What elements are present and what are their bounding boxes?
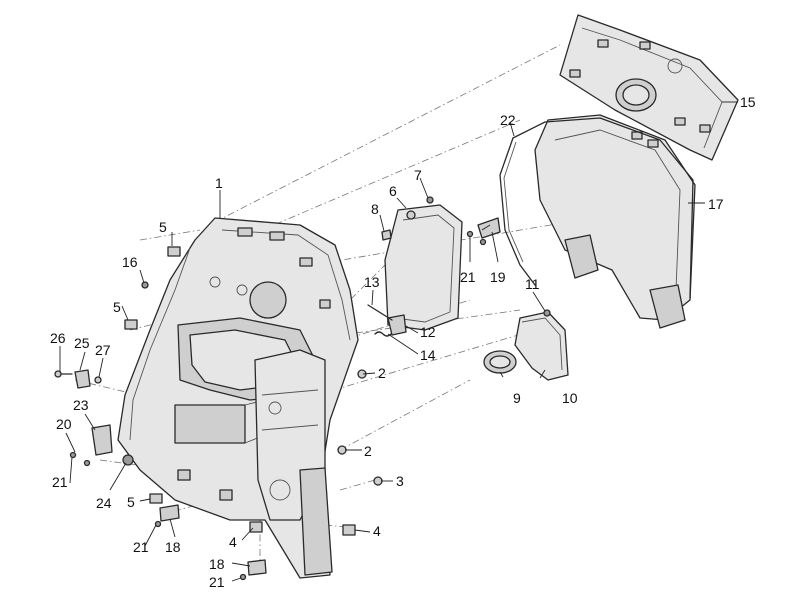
- callout-21: 21: [133, 539, 149, 555]
- callout-9: 9: [513, 390, 521, 406]
- callout-labels: 1 2 2 3 4 4 5 5 5 6 7 8 9 10 11 12 13 14…: [50, 94, 756, 590]
- callout-16: 16: [122, 254, 138, 270]
- callout-22: 22: [500, 112, 516, 128]
- part-4-nuts: [249, 521, 356, 536]
- part-20-21-screws: [69, 230, 487, 581]
- callout-2: 2: [378, 365, 386, 381]
- leader-lines: [59, 101, 738, 582]
- callout-5: 5: [159, 219, 167, 235]
- part-1-leg-shield: [117, 217, 359, 579]
- part-19-hinge: [477, 217, 501, 239]
- part-8-clip: [381, 229, 392, 241]
- part-6-door: [384, 204, 463, 331]
- part-27-nut: [94, 376, 102, 384]
- part-10-duct: [514, 311, 569, 381]
- callout-13: 13: [364, 274, 380, 290]
- callout-23: 23: [73, 397, 89, 413]
- callout-21: 21: [209, 574, 225, 590]
- part-17-inner-liner: [534, 114, 696, 329]
- callout-18: 18: [209, 556, 225, 572]
- part-12-latch: [387, 314, 407, 336]
- callout-4: 4: [229, 534, 237, 550]
- part-11-screw: [543, 309, 551, 317]
- callout-11: 11: [525, 276, 540, 292]
- part-7-screw: [426, 196, 434, 204]
- part-26-screw: [54, 370, 73, 378]
- callout-20: 20: [56, 416, 72, 432]
- callout-12: 12: [420, 324, 436, 340]
- part-16-screw: [141, 281, 149, 289]
- callout-25: 25: [74, 335, 90, 351]
- part-9-grommet: [483, 350, 517, 374]
- part-22-edge-strip: [499, 117, 694, 299]
- part-15-inner-panel: [559, 14, 739, 161]
- callout-2: 2: [364, 443, 372, 459]
- part-24-connector: [122, 454, 134, 466]
- part-23-bracket: [91, 424, 113, 456]
- callout-14: 14: [420, 347, 436, 363]
- callout-5: 5: [113, 299, 121, 315]
- callout-21: 21: [460, 269, 476, 285]
- part-13-rod: [367, 304, 393, 321]
- callout-5: 5: [127, 494, 135, 510]
- callout-19: 19: [490, 269, 506, 285]
- callout-24: 24: [96, 495, 112, 511]
- part-14-spring: [374, 331, 392, 337]
- callout-1: 1: [215, 175, 223, 191]
- part-5-clips: [124, 246, 181, 504]
- callout-4: 4: [373, 523, 381, 539]
- callout-6: 6: [389, 183, 397, 199]
- callout-26: 26: [50, 330, 66, 346]
- callout-10: 10: [562, 390, 578, 406]
- callout-18: 18: [165, 539, 181, 555]
- callout-7: 7: [414, 167, 422, 183]
- callout-15: 15: [740, 94, 756, 110]
- callout-21: 21: [52, 474, 68, 490]
- part-3-bolt: [373, 476, 383, 486]
- callout-8: 8: [371, 201, 379, 217]
- callout-3: 3: [396, 473, 404, 489]
- callout-27: 27: [95, 342, 111, 358]
- part-25-clip: [74, 369, 91, 389]
- callout-17: 17: [708, 196, 724, 212]
- part-18-brackets: [159, 504, 267, 576]
